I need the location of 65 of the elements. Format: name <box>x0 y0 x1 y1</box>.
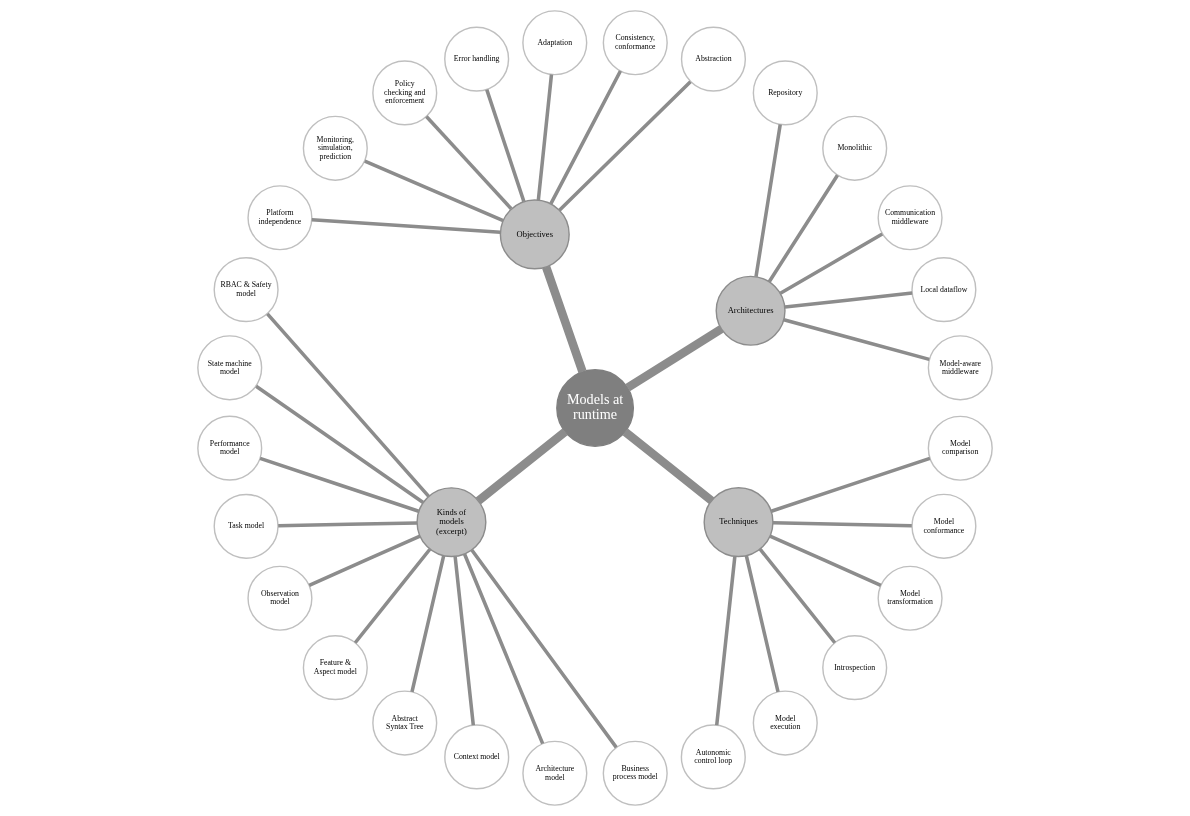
connector <box>772 521 912 528</box>
node-circle: Feature & Aspect model <box>302 635 368 701</box>
connector <box>475 428 568 505</box>
connector <box>278 521 418 528</box>
connector <box>462 553 545 745</box>
connector <box>425 115 513 210</box>
node-circle: Kinds of models (excerpt) <box>416 487 487 558</box>
connector <box>769 534 882 587</box>
connector <box>485 89 526 203</box>
node-circle: Introspection <box>822 635 888 701</box>
node-circle: Policy checking and enforcement <box>372 60 438 126</box>
node-circle: Model comparison <box>927 415 993 481</box>
connector <box>622 428 715 505</box>
node-circle: Model conformance <box>911 493 977 559</box>
connector <box>255 384 425 504</box>
connector <box>542 265 587 374</box>
connector <box>758 548 837 644</box>
node-circle: RBAC & Safety model <box>213 257 279 323</box>
node-circle: Local dataflow <box>911 257 977 323</box>
connector <box>311 218 501 234</box>
connector <box>754 124 782 277</box>
node-circle: Communication middleware <box>877 185 943 251</box>
node-circle: Monitoring, simulation, prediction <box>302 115 368 181</box>
connector <box>783 318 930 362</box>
node-circle: Objectives <box>499 199 570 270</box>
node-circle: Models at runtime <box>556 368 635 447</box>
connector <box>364 159 504 223</box>
connector <box>770 456 931 513</box>
node-circle: Model-aware middleware <box>927 335 993 401</box>
node-circle: Techniques <box>703 487 774 558</box>
node-circle: Model transformation <box>877 565 943 631</box>
node-circle: Task model <box>213 493 279 559</box>
node-circle: Architecture model <box>522 740 588 806</box>
connector <box>353 548 432 644</box>
node-circle: Platform independence <box>247 185 313 251</box>
connector <box>308 534 421 587</box>
node-circle: Autonomic control loop <box>680 724 746 790</box>
node-circle: Architectures <box>715 275 786 346</box>
node-circle: Monolithic <box>822 115 888 181</box>
node-circle: Error handling <box>444 26 510 92</box>
connector <box>549 70 622 205</box>
node-circle: Context model <box>444 724 510 790</box>
connector <box>625 325 724 392</box>
connector <box>744 555 780 693</box>
node-circle: Consistency, conformance <box>602 10 668 76</box>
node-circle: State machine model <box>197 335 263 401</box>
connector <box>784 291 913 309</box>
connector <box>558 80 692 212</box>
node-circle: Observation model <box>247 565 313 631</box>
node-circle: Abstraction <box>680 26 747 92</box>
node-circle: Business process model <box>602 740 668 806</box>
node-circle: Adaptation <box>522 10 588 76</box>
node-circle: Model execution <box>752 690 818 756</box>
connector <box>410 555 446 693</box>
connector <box>779 232 884 295</box>
node-circle: Performance model <box>197 415 263 481</box>
connector <box>470 549 618 749</box>
node-circle: Repository <box>752 60 818 126</box>
connector <box>714 556 737 726</box>
connector <box>266 312 430 498</box>
connector <box>453 556 476 726</box>
connector <box>536 74 554 201</box>
connector <box>767 174 839 283</box>
connector <box>259 456 420 513</box>
node-circle: Abstract Syntax Tree <box>372 690 438 756</box>
